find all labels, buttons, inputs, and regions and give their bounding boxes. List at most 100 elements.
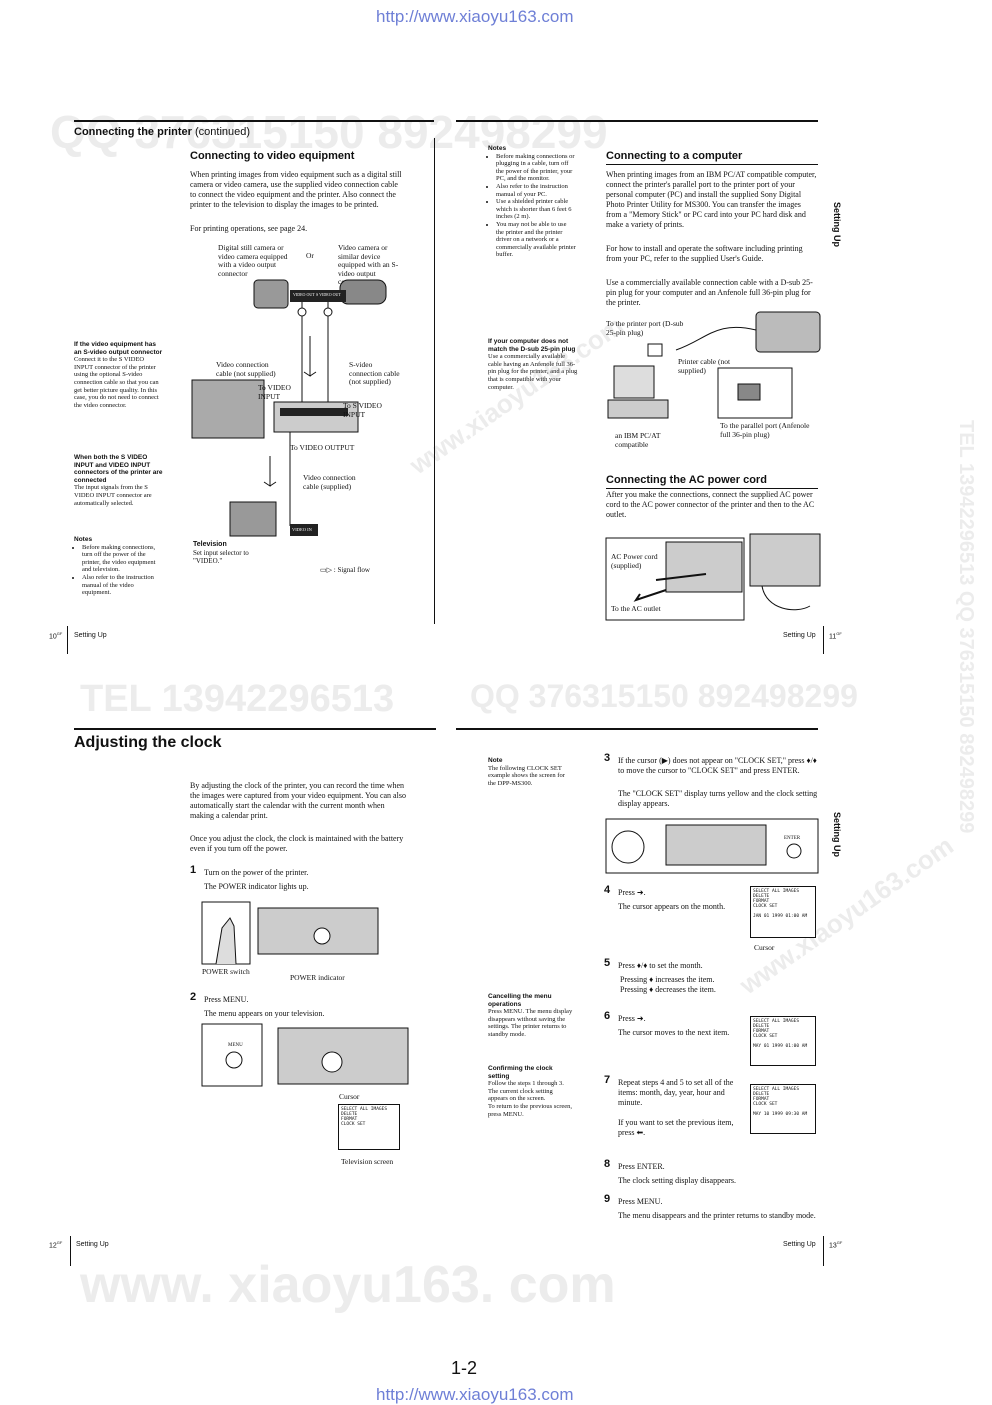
watermark: TEL 13942296513 QQ 376315150 892498299 (955, 420, 977, 834)
step-title: Repeat steps 4 and 5 to set all of the i… (618, 1078, 734, 1107)
cable-label: Video connection cable (not supplied) (216, 360, 276, 378)
page-footer-text: Setting Up (74, 632, 107, 639)
footer-divider (823, 626, 824, 654)
heading-computer: Connecting to a computer (606, 150, 743, 162)
signal-flow-legend: ▭▷ : Signal flow (320, 566, 370, 574)
enter-diagram (605, 818, 819, 874)
diagram-label: To the printer port (D-sub 25-pin plug) (606, 319, 684, 337)
power-diagram (201, 901, 379, 965)
diagram-label: To the AC outlet (611, 604, 661, 613)
camera-label: Digital still camera or video camera equ… (218, 243, 288, 278)
step-number: 5 (604, 957, 611, 969)
page-footer: 10GF (49, 631, 63, 641)
menu-button-label: MENU (228, 1043, 243, 1048)
section-title: Connecting the printer (continued) (74, 126, 251, 138)
body-text: For how to install and operate the softw… (606, 244, 803, 263)
footer-divider (70, 1236, 71, 1266)
watermark: QQ 376315150 892498299 (50, 106, 608, 158)
cable-label: S-video connection cable (not supplied) (349, 360, 400, 386)
step-number: 4 (604, 884, 611, 896)
top-rule (74, 120, 434, 122)
cursor-label: Cursor (754, 943, 775, 952)
body-text: By adjusting the clock of the printer, y… (190, 781, 406, 820)
heading-underline (606, 164, 818, 165)
step-text: The "CLOCK SET" display turns yellow and… (618, 789, 818, 808)
step-text: Pressing ♦ increases the item. Pressing … (620, 975, 716, 994)
heading-underline (606, 488, 818, 489)
or-label: Or (306, 251, 314, 260)
step-title: Turn on the power of the printer. (204, 868, 309, 877)
cable-label: Video connection cable (supplied) (303, 473, 356, 491)
header-url[interactable]: http://www.xiaoyu163.com (376, 7, 574, 26)
sidebar-note: When both the S VIDEO INPUT and VIDEO IN… (74, 454, 163, 507)
connector-label: To S VIDEO INPUT (343, 401, 382, 419)
page-footer: 12GF (49, 1240, 63, 1250)
body-text: When printing images from video equipmen… (190, 170, 402, 209)
jack-label: S VIDEO OUT (316, 292, 341, 297)
page-footer-text: Setting Up (76, 1241, 109, 1248)
step-number: 3 (604, 752, 611, 764)
column-divider (434, 138, 435, 624)
watermark: www. xiaoyu163. com (80, 1256, 616, 1314)
side-tab: Setting Up (832, 202, 842, 247)
body-text: Use a commercially available connection … (606, 278, 813, 307)
top-rule (456, 120, 818, 122)
jack-label: VIDEO OUT (293, 292, 315, 297)
connector-label: To VIDEO INPUT (258, 383, 291, 401)
body-text: For printing operations, see page 24. (190, 224, 308, 233)
heading-ac-power: Connecting the AC power cord (606, 474, 767, 486)
cursor-label: Cursor (339, 1092, 360, 1101)
connector-label: To VIDEO OUTPUT (290, 443, 355, 452)
step-title: Press ➜. (618, 888, 646, 897)
step-text: The POWER indicator lights up. (204, 882, 309, 891)
jack-label: VIDEO IN (292, 527, 312, 532)
ac-power-diagram (605, 533, 821, 621)
body-text: Once you adjust the clock, the clock is … (190, 834, 404, 853)
step-title: Press ENTER. (618, 1162, 665, 1171)
step-number: 6 (604, 1010, 611, 1022)
step-text: If you want to set the previous item, pr… (618, 1118, 734, 1137)
page-footer: 11GF (829, 631, 842, 641)
step-number: 1 (190, 864, 197, 876)
step-number: 7 (604, 1074, 611, 1086)
page-number: 1-2 (451, 1358, 478, 1378)
footer-divider (67, 626, 68, 654)
step-title: If the cursor (▶) does not appear on "CL… (618, 756, 817, 775)
step-text: The menu disappears and the printer retu… (618, 1211, 816, 1220)
video-connection-diagram (191, 279, 387, 537)
diagram-label: Television screen (341, 1157, 394, 1166)
step-text: The menu appears on your television. (204, 1009, 325, 1018)
step-text: The cursor appears on the month. (618, 902, 726, 911)
watermark: www.xiaoyu163.com (404, 310, 629, 481)
page-footer-text: Setting Up (783, 1241, 816, 1248)
diagram-label: AC Power cord (supplied) (611, 552, 658, 570)
sidebar-note: If your computer does not match the D-su… (488, 338, 578, 391)
computer-connection-diagram (607, 311, 821, 419)
diagram-label: To the parallel port (Anfenole full 36-p… (720, 421, 810, 439)
step-number: 9 (604, 1193, 611, 1205)
heading-video-equipment: Connecting to video equipment (190, 150, 355, 162)
footer-divider (823, 1236, 824, 1266)
body-text: When printing images from an IBM PC/AT c… (606, 170, 817, 229)
step-title: Press ➜. (618, 1014, 646, 1023)
menu-diagram (201, 1023, 409, 1087)
body-text: After you make the connections, connect … (606, 490, 815, 519)
page-footer-text: Setting Up (783, 632, 816, 639)
side-tab: Setting Up (832, 812, 842, 857)
step-text: The cursor moves to the next item. (618, 1028, 730, 1037)
step-number: 8 (604, 1158, 611, 1170)
sidebar-notes: Notes Before making connections or plugg… (488, 145, 576, 259)
diagram-label: POWER indicator (290, 973, 345, 982)
top-rule (74, 728, 436, 730)
watermark: QQ 376315150 892498299 (470, 678, 858, 714)
footer-url[interactable]: http://www.xiaoyu163.com (376, 1385, 574, 1404)
page-title: Adjusting the clock (74, 734, 222, 751)
watermark: TEL 13942296513 (80, 678, 395, 720)
